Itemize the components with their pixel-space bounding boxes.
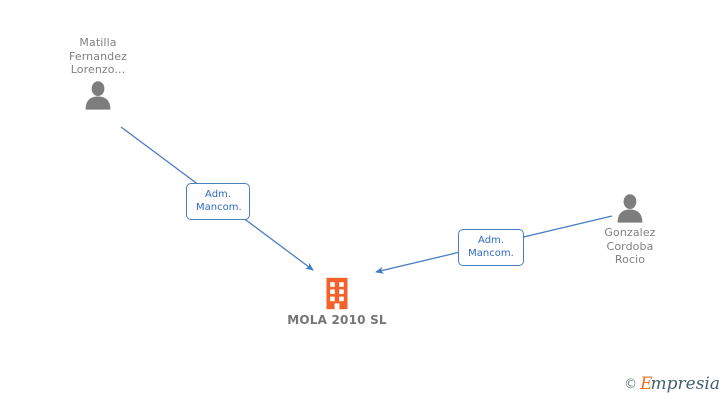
edge-label-matilla-mola[interactable]: Adm. Mancom. <box>186 183 250 220</box>
building-icon <box>326 277 348 310</box>
watermark-brand-initial: E <box>640 374 653 394</box>
node-label-company-mola: MOLA 2010 SL <box>287 313 387 327</box>
node-person-gonzalez[interactable]: Gonzalez Cordoba Rocio <box>570 190 690 267</box>
watermark-empresia: © Empresia <box>624 374 720 394</box>
node-company-mola[interactable]: MOLA 2010 SL <box>277 277 397 328</box>
person-icon <box>617 194 643 223</box>
node-label-person-matilla: Matilla Fernandez Lorenzo... <box>69 36 127 76</box>
node-label-person-gonzalez: Gonzalez Cordoba Rocio <box>604 226 656 266</box>
edge-label-gonzalez-mola[interactable]: Adm. Mancom. <box>458 229 524 266</box>
person-icon <box>85 80 111 110</box>
copyright-icon: © <box>624 376 638 392</box>
watermark-brand-rest: mpresia <box>650 374 721 394</box>
node-person-matilla[interactable]: Matilla Fernandez Lorenzo... <box>38 36 158 110</box>
